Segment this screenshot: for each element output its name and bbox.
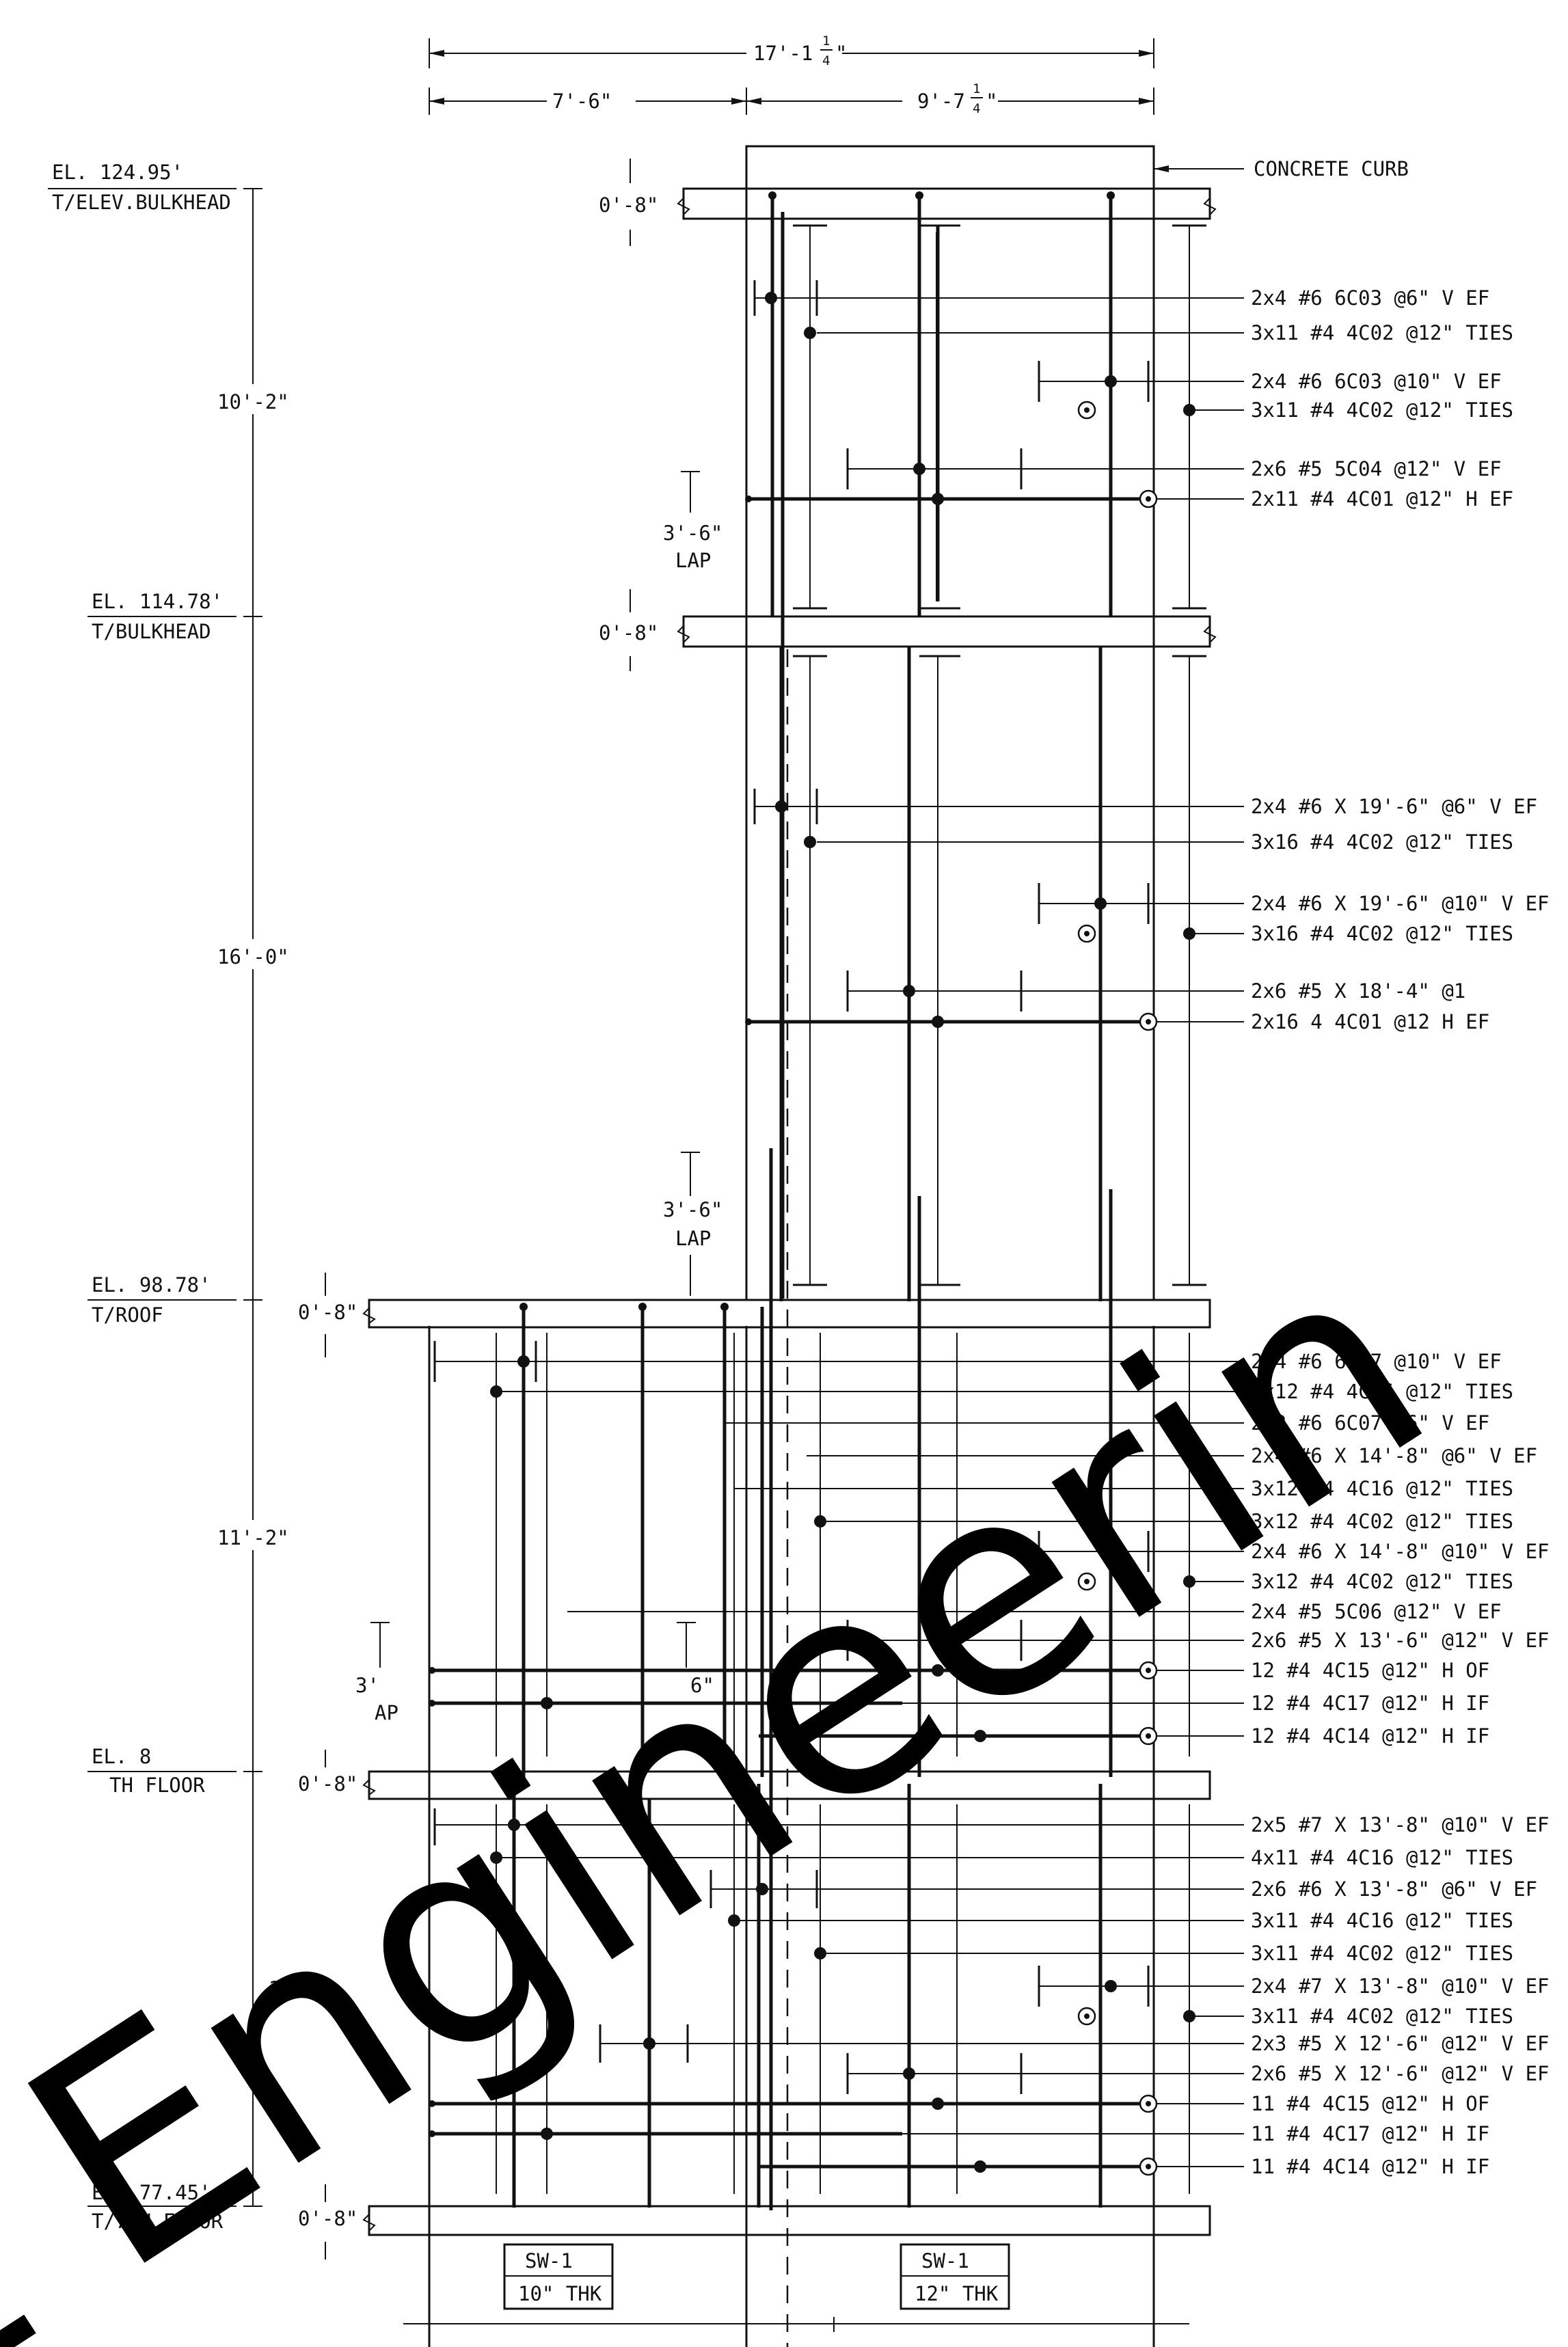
callout-label: 2x4 #6 X 14'-8" @6" V EF (1251, 1444, 1537, 1467)
curb-leader: CONCRETE CURB (1154, 157, 1409, 180)
storey-dimensions: 10'-2" 16'-0" 11'-2" 2" (205, 188, 308, 2207)
callout-label: 12 #4 4C14 @12" H IF (1251, 1724, 1489, 1748)
concrete-curb (745, 145, 1155, 190)
wall-thk-left: 10" THK (518, 2282, 602, 2305)
elev-5: EL. 77.45' (92, 2181, 211, 2204)
slab-8th-floor (368, 1770, 1211, 1800)
svg-text:3'-6": 3'-6" (663, 521, 722, 545)
callout-label: 12 #4 4C17 @12" H IF (1251, 1692, 1489, 1715)
svg-text:T/BULKHEAD: T/BULKHEAD (92, 620, 211, 643)
callout-label: 2x2 #6 6C07 @6" V EF (1251, 1411, 1489, 1435)
svg-text:T/7TH FLOOR: T/7TH FLOOR (92, 2210, 224, 2233)
svg-text:3': 3' (355, 1674, 379, 1697)
svg-text:0'-8": 0'-8" (599, 193, 658, 217)
svg-text:4: 4 (973, 101, 980, 116)
svg-text:TH FLOOR: TH FLOOR (109, 1774, 205, 1797)
svg-text:": " (986, 90, 997, 113)
wall-thk-right: 12" THK (915, 2282, 999, 2305)
svg-text:LAP: LAP (675, 549, 711, 572)
callout-label: 2x4 #6 6C03 @6" V EF (1251, 286, 1489, 310)
callout-label: 2x6 #5 5C04 @12" V EF (1251, 457, 1502, 480)
callout-label: 2x16 4 4C01 @12 H EF (1251, 1010, 1489, 1033)
svg-text:6": 6" (690, 1674, 714, 1697)
svg-text:0'-8": 0'-8" (298, 1301, 357, 1324)
elev-4: EL. 8 (92, 1745, 151, 1768)
callout-label: 3x16 #4 4C02 @12" TIES (1251, 830, 1513, 854)
callout-label: 3x11 #4 4C02 @12" TIES (1251, 1942, 1513, 1965)
callout-label: 11 #4 4C15 @12" H OF (1251, 2092, 1489, 2115)
elev-3: EL. 98.78' (92, 1273, 211, 1297)
callout-label: 3x11 #4 4C16 @12" TIES (1251, 1909, 1513, 1932)
svg-text:0'-8": 0'-8" (298, 1772, 357, 1795)
callout-label: 3x16 #4 4C02 @12" TIES (1251, 922, 1513, 945)
callout-label: 3x12 #4 4C02 @12" TIES (1251, 1510, 1513, 1533)
callout-label: 2x6 #6 X 13'-8" @6" V EF (1251, 1877, 1537, 1901)
svg-text:T/ELEV.BULKHEAD: T/ELEV.BULKHEAD (52, 191, 231, 214)
svg-text:1: 1 (822, 33, 830, 49)
callout-label: 3x11 #4 4C02 @12" TIES (1251, 321, 1513, 344)
callout-label: 2x4 #6 X 14'-8" @10" V EF (1251, 1540, 1550, 1563)
slab-roof (368, 1299, 1211, 1329)
wall-outlines (428, 145, 1155, 2347)
callout-label: 2x4 #5 5C06 @12" V EF (1251, 1600, 1502, 1623)
callout-label: 3x12 #4 4C02 @12" TIES (1251, 1570, 1513, 1593)
callout-label: 12 #4 4C15 @12" H OF (1251, 1659, 1489, 1682)
svg-text:LAP: LAP (675, 1227, 711, 1250)
callout-label: 2x6 #5 X 18'-4" @1 (1251, 979, 1465, 1003)
callout-label: 2x4 #6 X 19'-6" @10" V EF (1251, 892, 1550, 915)
right-dim-text: 9'-7 (917, 90, 965, 113)
slabs (362, 187, 1217, 2236)
callout-labels: 2x4 #6 6C03 @6" V EF 3x11 #4 4C02 @12" T… (1251, 286, 1550, 2178)
callout-label: 11 #4 4C14 @12" H IF (1251, 2155, 1489, 2178)
callout-label: 3x11 #4 4C02 @12" TIES (1251, 398, 1513, 422)
lap-labels: 3'-6" LAP 3'-6" LAP 3' AP 6" (355, 471, 722, 1724)
callout-label: 2x6 #5 X 12'-6" @12" V EF (1251, 2062, 1550, 2085)
callout-label: 2x5 #7 X 13'-8" @10" V EF (1251, 1813, 1550, 1836)
svg-text:0'-8": 0'-8" (298, 2207, 357, 2230)
svg-text:": " (835, 42, 847, 65)
wall-tag-right: SW-1 (921, 2249, 969, 2273)
elevation-markers: EL. 124.95' T/ELEV.BULKHEAD EL. 114.78' … (48, 161, 236, 2233)
callout-label: 2x11 #4 4C01 @12" H EF (1251, 487, 1513, 511)
callout-label: 2x4 #6 6C07 @10" V EF (1251, 1350, 1502, 1373)
slab-7th-floor (368, 2205, 1211, 2236)
horizontal-bars (432, 497, 1148, 2169)
callout-label: 2x4 #6 X 19'-6" @6" V EF (1251, 795, 1537, 818)
elev-2: EL. 114.78' (92, 590, 223, 613)
svg-text:2": 2" (269, 1977, 293, 2000)
slab-elev-bulkhead (682, 187, 1211, 220)
callout-label: 11 #4 4C17 @12" H IF (1251, 2122, 1489, 2145)
callout-label: 3x12 #4 4C16 @12" TIES (1251, 1477, 1513, 1500)
slab-thickness-labels: 0'-8" 0'-8" 0'-8" 0'-8" 0'-8" (298, 159, 658, 2260)
svg-text:1: 1 (973, 81, 980, 96)
callout-label: 3x12 #4 4C16 @12" TIES (1251, 1380, 1513, 1403)
svg-text:3'-6": 3'-6" (663, 1198, 722, 1221)
callout-leaders (502, 297, 1244, 2167)
curb-label: CONCRETE CURB (1254, 157, 1409, 180)
svg-text:10'-2": 10'-2" (217, 390, 289, 413)
overall-dimension: 17'-1 1 4 " (429, 33, 1154, 68)
vertical-bars (496, 195, 1206, 2210)
callout-label: 2x4 #7 X 13'-8" @10" V EF (1251, 1975, 1550, 1998)
wall-tag-left: SW-1 (525, 2249, 573, 2273)
svg-text:11'-2": 11'-2" (217, 1526, 289, 1549)
svg-text:16'-0": 16'-0" (217, 945, 289, 968)
callout-label: 2x4 #6 6C03 @10" V EF (1251, 370, 1502, 393)
left-dim-text: 7'-6" (552, 90, 612, 113)
callout-label: 3x11 #4 4C02 @12" TIES (1251, 2005, 1513, 2028)
elev-1: EL. 124.95' (52, 161, 183, 184)
svg-text:0'-8": 0'-8" (599, 621, 658, 645)
callout-label: 4x11 #4 4C16 @12" TIES (1251, 1846, 1513, 1869)
slab-bulkhead (682, 615, 1211, 648)
svg-text:AP: AP (375, 1701, 398, 1724)
callout-label: 2x3 #5 X 12'-6" @12" V EF (1251, 2032, 1550, 2055)
sub-dimensions: 7'-6" 9'-7 1 4 " (429, 81, 1154, 116)
wall-tags: SW-1 10" THK SW-1 12" THK (403, 2243, 1189, 2332)
svg-text:4: 4 (822, 53, 830, 68)
overall-dim-text: 17'-1 (753, 42, 813, 65)
svg-text:T/ROOF: T/ROOF (92, 1303, 163, 1327)
callout-label: 2x6 #5 X 13'-6" @12" V EF (1251, 1629, 1550, 1652)
